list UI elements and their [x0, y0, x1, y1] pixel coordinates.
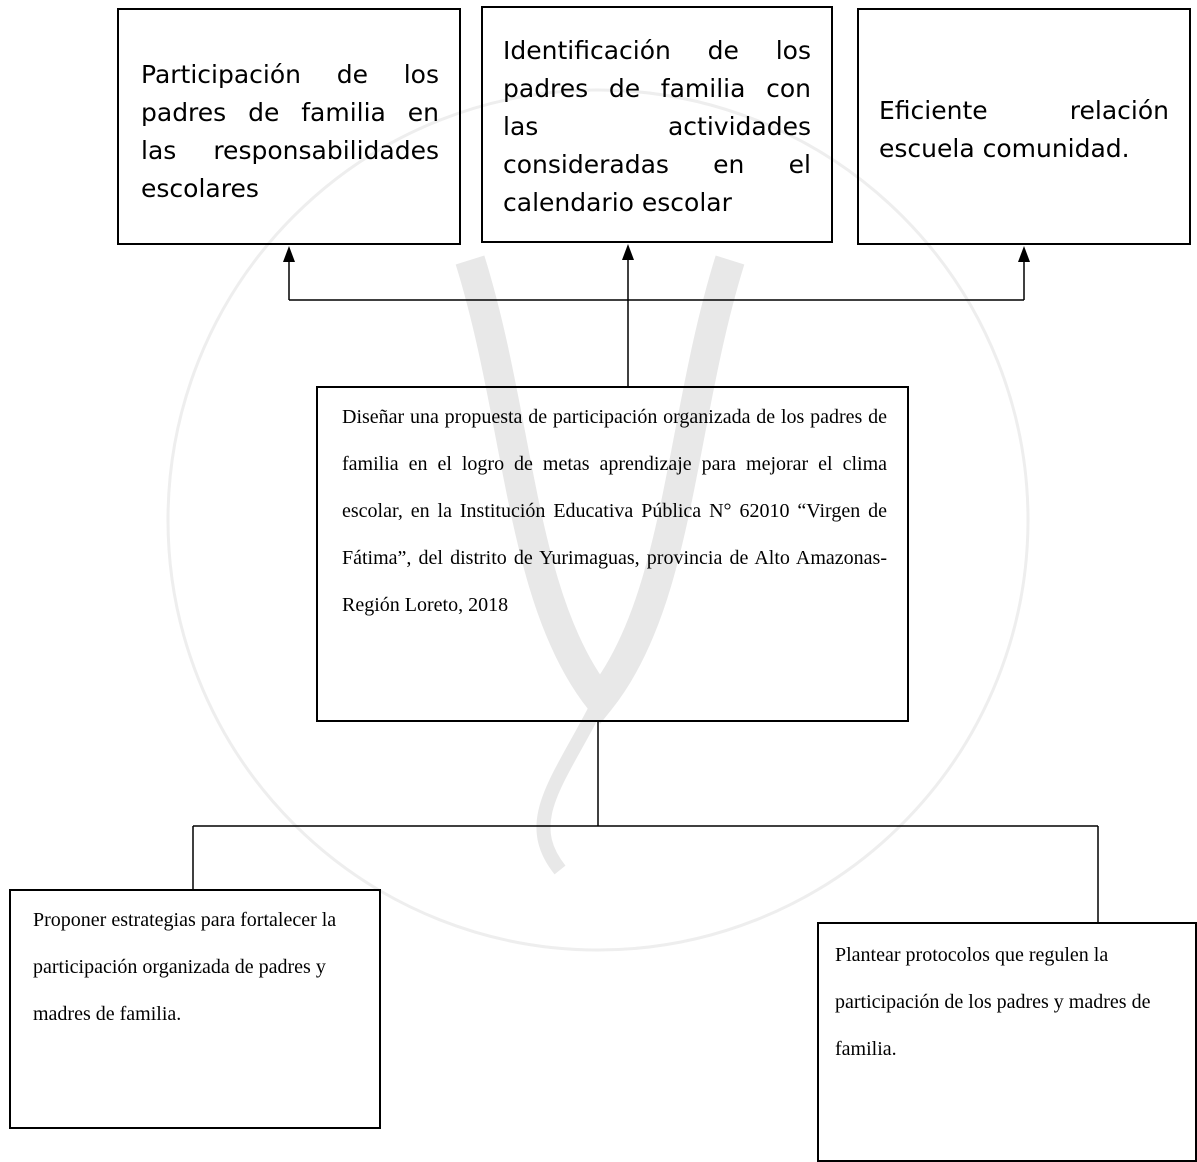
central-objective-text: Diseñar una propuesta de participación o… [342, 406, 887, 616]
outcome-box-school-community: Eficiente relación escuela comunidad. [857, 8, 1191, 245]
outcome-text: Participación de los padres de familia e… [141, 60, 439, 203]
outcome-box-parent-participation: Participación de los padres de familia e… [117, 8, 461, 245]
outcome-box-parent-identification: Identificación de los padres de familia … [481, 6, 833, 243]
specific-objective-text: Plantear protocolos que regulen la parti… [835, 944, 1151, 1060]
arrowhead-icon [1018, 246, 1030, 262]
specific-objective-box-protocols: Plantear protocolos que regulen la parti… [817, 922, 1197, 1162]
arrowhead-icon [283, 246, 295, 262]
specific-objective-box-strategies: Proponer estrategias para fortalecer la … [9, 889, 381, 1129]
central-objective-box: Diseñar una propuesta de participación o… [316, 386, 909, 722]
arrowhead-icon [622, 244, 634, 260]
outcome-text: Identificación de los padres de familia … [503, 36, 811, 217]
outcome-text: Eficiente relación escuela comunidad. [879, 96, 1169, 163]
specific-objective-text: Proponer estrategias para fortalecer la … [33, 909, 337, 1025]
